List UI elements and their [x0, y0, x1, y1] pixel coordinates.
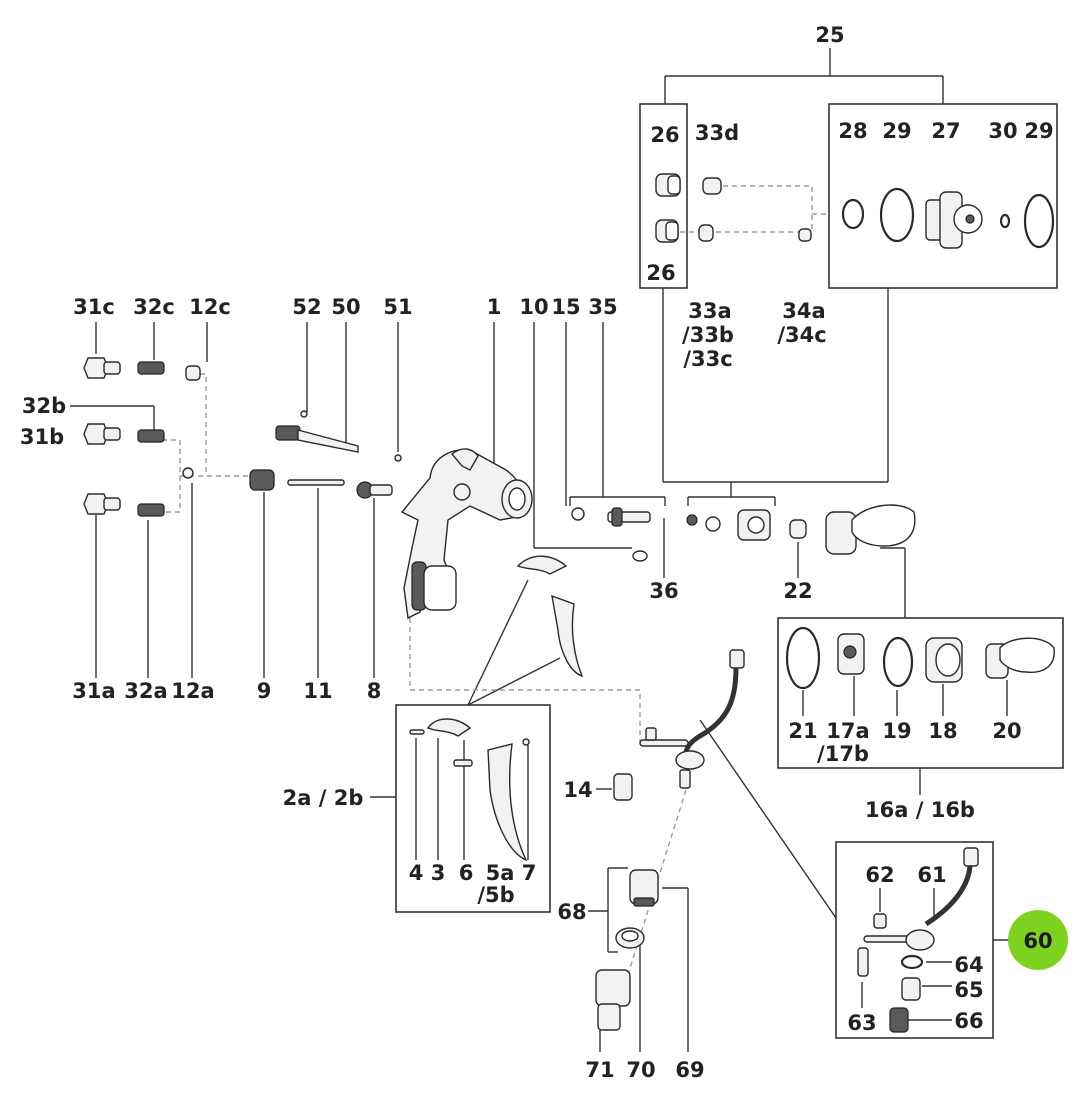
label-7: 7 — [522, 861, 537, 885]
label-20: 20 — [992, 719, 1021, 743]
label-17b: /17b — [817, 742, 869, 766]
gun-body — [400, 448, 533, 620]
label-16a-16b: 16a / 16b — [865, 798, 975, 822]
trigger — [516, 555, 584, 678]
label-5a: 5a — [486, 861, 515, 885]
label-34c: /34c — [777, 323, 826, 347]
parts-box-60 — [857, 847, 979, 1033]
label-22: 22 — [783, 579, 812, 603]
label-62: 62 — [865, 863, 894, 887]
label-4: 4 — [409, 861, 424, 885]
highlight-badge-60 — [1008, 910, 1068, 970]
parts-bottom-filter — [595, 869, 659, 1031]
label-27: 27 — [931, 119, 960, 143]
label-51: 51 — [383, 295, 412, 319]
label-21: 21 — [788, 719, 817, 743]
label-36: 36 — [649, 579, 678, 603]
label-9: 9 — [257, 679, 272, 703]
label-34a: 34a — [782, 299, 825, 323]
parts-box-16 — [785, 626, 1055, 690]
parts-left-fittings — [83, 357, 402, 517]
label-68: 68 — [557, 900, 586, 924]
label-14: 14 — [563, 778, 592, 802]
label-6: 6 — [459, 861, 474, 885]
parts-box-2 — [409, 718, 530, 862]
label-25: 25 — [815, 23, 844, 47]
label-33b: /33b — [682, 323, 734, 347]
label-26-bottom: 26 — [646, 261, 675, 285]
label-70: 70 — [626, 1058, 655, 1082]
label-33c: /33c — [683, 347, 732, 371]
part-labels: 25 26 33d 28 29 27 30 29 26 33a /33b /33… — [20, 23, 1054, 1082]
leader-lines — [70, 48, 1012, 1052]
label-31b: 31b — [20, 425, 64, 449]
label-71: 71 — [585, 1058, 614, 1082]
label-29-right: 29 — [1024, 119, 1053, 143]
label-65: 65 — [954, 978, 983, 1002]
box-2 — [395, 704, 551, 913]
label-33a: 33a — [688, 299, 731, 323]
label-29-left: 29 — [882, 119, 911, 143]
parts-top-right — [655, 173, 1055, 249]
label-11: 11 — [303, 679, 332, 703]
label-15: 15 — [551, 295, 580, 319]
label-26-top: 26 — [650, 123, 679, 147]
label-31a: 31a — [72, 679, 115, 703]
label-19: 19 — [882, 719, 911, 743]
label-10: 10 — [519, 295, 548, 319]
label-8: 8 — [367, 679, 382, 703]
label-50: 50 — [331, 295, 360, 319]
label-17a: 17a — [826, 719, 869, 743]
label-60: 60 — [1023, 929, 1052, 953]
label-61: 61 — [917, 863, 946, 887]
label-2a-2b: 2a / 2b — [283, 786, 364, 810]
label-32b: 32b — [22, 394, 66, 418]
label-33d: 33d — [695, 121, 739, 145]
label-69: 69 — [675, 1058, 704, 1082]
label-1: 1 — [487, 295, 502, 319]
label-52: 52 — [292, 295, 321, 319]
label-32c: 32c — [133, 295, 175, 319]
label-30: 30 — [988, 119, 1017, 143]
label-3: 3 — [431, 861, 446, 885]
label-18: 18 — [928, 719, 957, 743]
label-32a: 32a — [124, 679, 167, 703]
parts-nozzle-row — [571, 504, 916, 562]
label-35: 35 — [588, 295, 617, 319]
hose-swivel — [613, 649, 745, 801]
label-64: 64 — [954, 953, 983, 977]
label-63: 63 — [847, 1011, 876, 1035]
label-31c: 31c — [73, 295, 115, 319]
label-12a: 12a — [171, 679, 214, 703]
label-66: 66 — [954, 1009, 983, 1033]
label-28: 28 — [838, 119, 867, 143]
label-12c: 12c — [189, 295, 231, 319]
label-5b: /5b — [477, 883, 514, 907]
